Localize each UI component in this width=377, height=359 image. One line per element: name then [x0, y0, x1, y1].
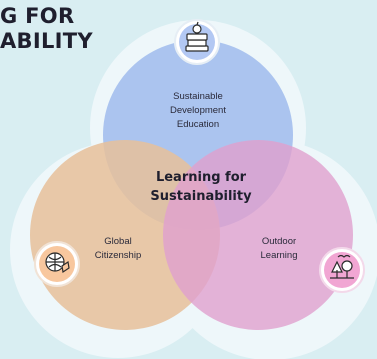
top-label-line-1: Sustainable	[173, 91, 223, 102]
icon-badge-right	[319, 247, 365, 293]
left-label-line-1: Global	[104, 236, 131, 247]
globe-hand-icon	[45, 252, 70, 274]
circle-left	[30, 140, 220, 330]
right-label-line-1: Outdoor	[262, 236, 296, 247]
icon-badge-top	[174, 19, 220, 65]
trees-icon	[330, 254, 354, 279]
venn-circles	[30, 40, 353, 330]
icon-badge-left	[34, 241, 80, 287]
center-label-line-2: Sustainability	[150, 189, 252, 204]
center-label: Learning for Sustainability	[150, 170, 252, 204]
title-line-1: G FOR	[0, 4, 75, 28]
top-label-line-2: Development	[170, 105, 226, 116]
circle-label-top: Sustainable Development Education	[170, 91, 226, 130]
books-apple-icon	[185, 21, 209, 52]
circle-right	[163, 140, 353, 330]
circle-label-left: Global Citizenship	[95, 236, 141, 261]
center-label-line-1: Learning for	[156, 170, 247, 185]
right-label-line-2: Learning	[261, 250, 298, 261]
page-title: G FOR ABILITY	[0, 4, 93, 54]
top-label-line-3: Education	[177, 119, 219, 130]
title-line-2: ABILITY	[0, 29, 93, 53]
circle-label-right: Outdoor Learning	[261, 236, 298, 261]
left-label-line-2: Citizenship	[95, 250, 141, 261]
